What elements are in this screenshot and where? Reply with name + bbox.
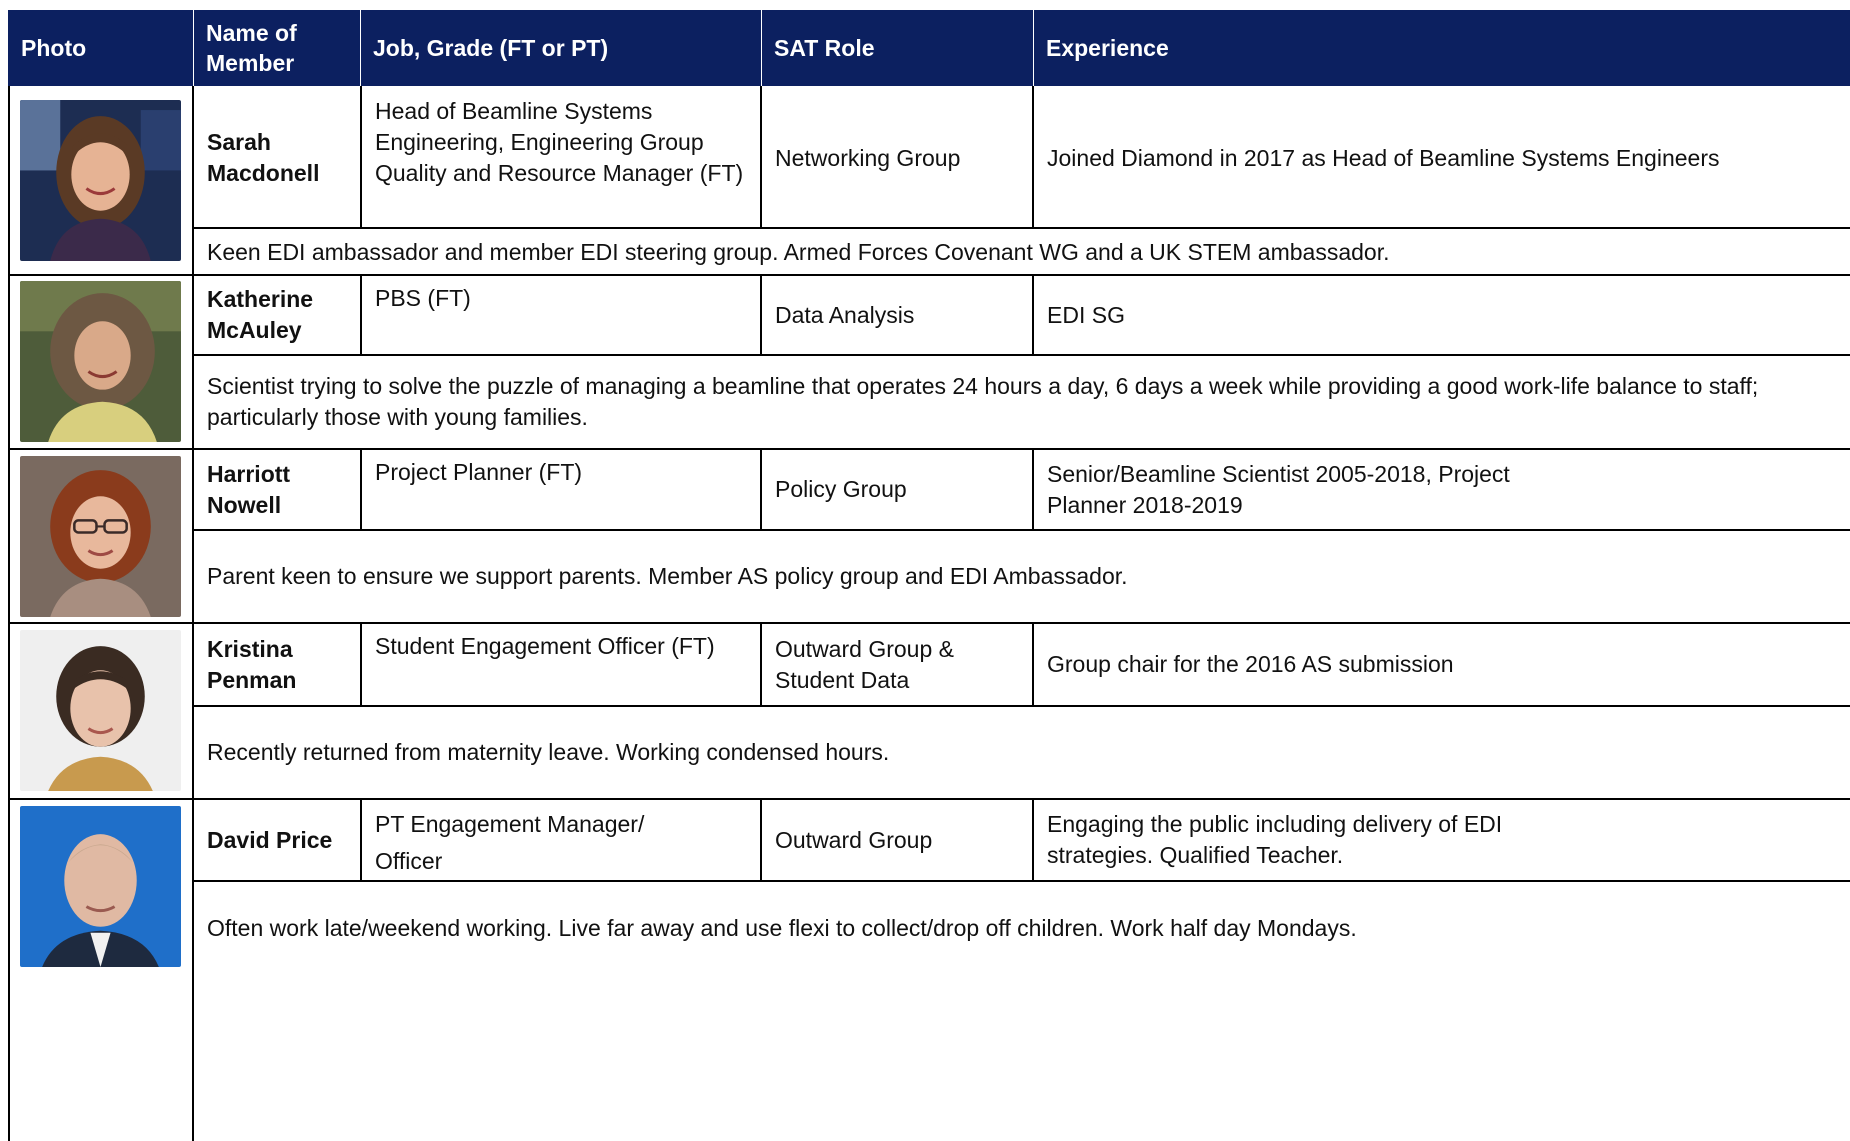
member-job: PT Engagement Manager/ Officer [375, 811, 645, 874]
member-note: Recently returned from maternity leave. … [207, 739, 890, 765]
member-sat-role: Policy Group [775, 476, 907, 502]
member-job: PBS (FT) [375, 285, 471, 311]
table-left-border [8, 86, 10, 1141]
photo-column-border [192, 86, 194, 1141]
member-note: Scientist trying to solve the puzzle of … [207, 373, 1759, 430]
member-sat-role: Outward Group & Student Data [775, 635, 954, 693]
member-experience: Joined Diamond in 2017 as Head of Beamli… [1047, 144, 1720, 171]
member-name: Kristina Penman [207, 635, 297, 693]
member-name: Katherine McAuley [207, 286, 314, 343]
member-job: Head of Beamline Systems Engineering, En… [375, 98, 744, 186]
member-experience: Engaging the public including delivery o… [1047, 811, 1503, 868]
member-experience: EDI SG [1047, 301, 1125, 328]
member-experience: Senior/Beamline Scientist 2005-2018, Pro… [1047, 460, 1510, 518]
member-photo [20, 806, 181, 967]
header-sat-role: SAT Role [774, 35, 875, 61]
member-sat-role: Outward Group [775, 826, 933, 853]
member-job: Student Engagement Officer (FT) [375, 633, 715, 659]
member-note: Parent keen to ensure we support parents… [207, 563, 1128, 589]
member-sat-role: Networking Group [775, 144, 961, 171]
header-name: Name of Member [206, 20, 297, 76]
member-photo [20, 281, 181, 442]
header-experience: Experience [1046, 35, 1169, 61]
member-sat-role: Data Analysis [775, 301, 915, 328]
member-photo [20, 456, 181, 617]
table-header-row: Photo Name of Member Job, Grade (FT or P… [8, 10, 1850, 86]
member-photo [20, 100, 181, 261]
member-name: David Price [207, 826, 333, 853]
member-note: Keen EDI ambassador and member EDI steer… [207, 238, 1390, 265]
header-job: Job, Grade (FT or PT) [373, 35, 609, 61]
member-note: Often work late/weekend working. Live fa… [207, 914, 1357, 941]
member-experience: Group chair for the 2016 AS submission [1047, 651, 1454, 677]
member-name: Sarah Macdonell [207, 129, 320, 186]
member-job: Project Planner (FT) [375, 459, 583, 485]
member-photo [20, 630, 181, 791]
member-name: Harriott Nowell [207, 460, 291, 518]
header-photo: Photo [21, 35, 87, 61]
